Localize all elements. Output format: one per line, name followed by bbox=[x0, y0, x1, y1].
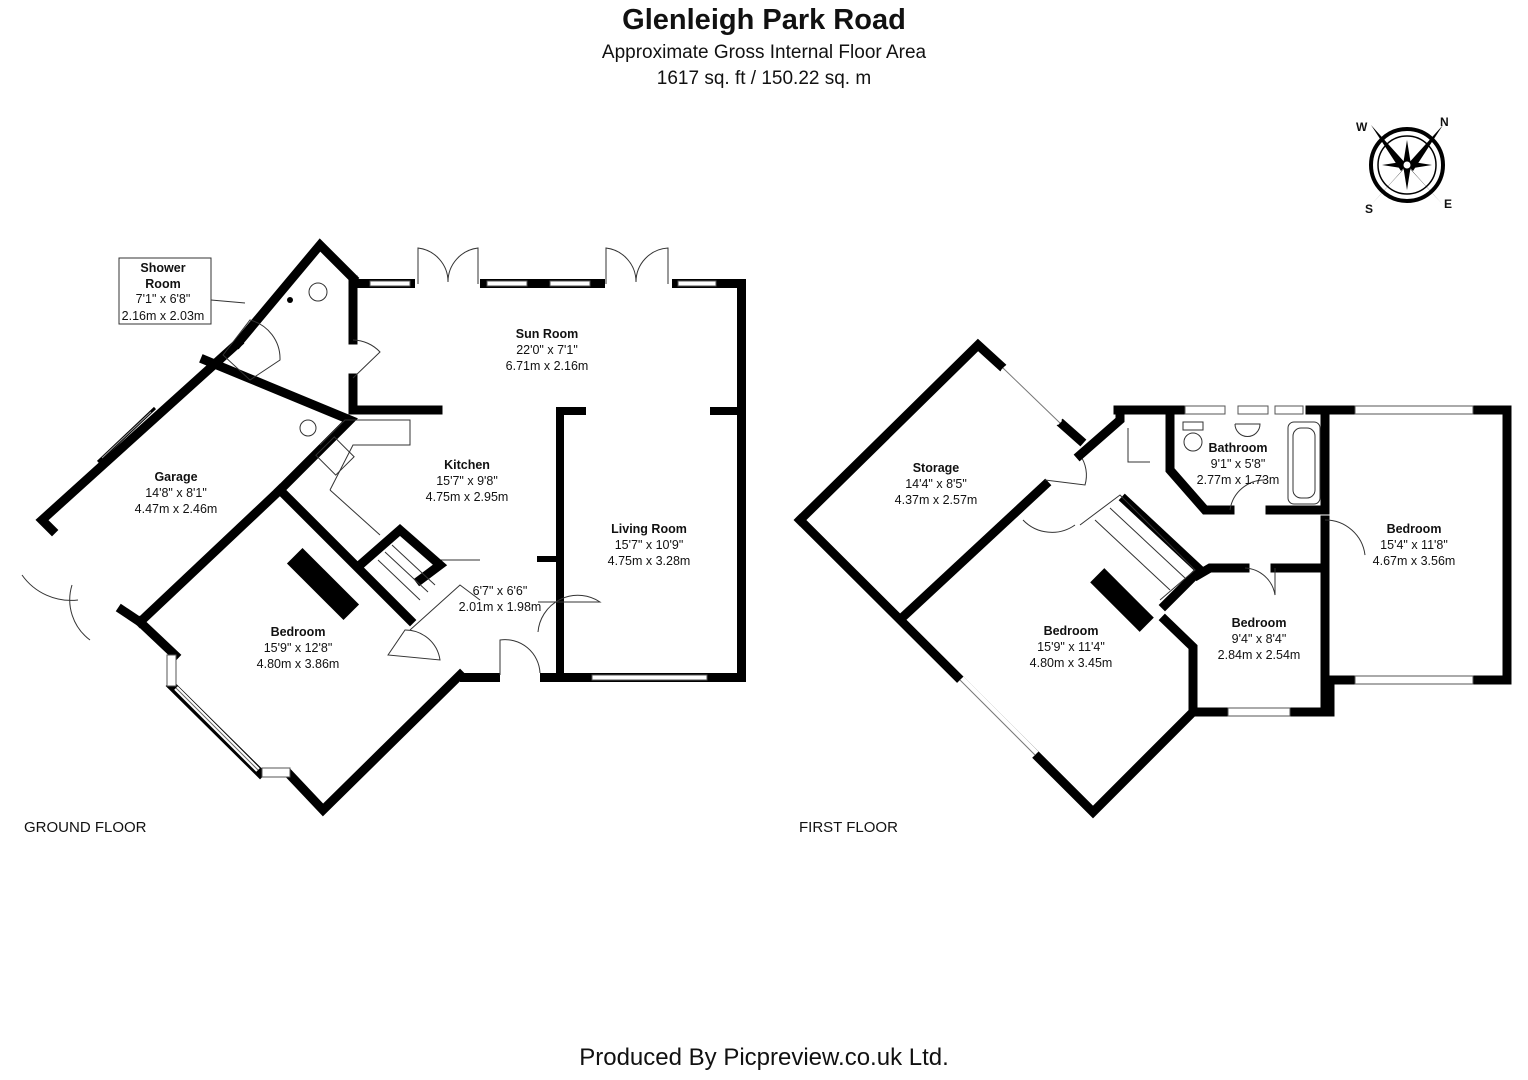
kitchen-metric: 4.75m x 2.95m bbox=[426, 490, 509, 504]
compass-e: E bbox=[1444, 197, 1452, 211]
compass-w: W bbox=[1356, 120, 1368, 134]
ground-bedroom-name: Bedroom bbox=[271, 625, 326, 639]
ground-floor-label: GROUND FLOOR bbox=[24, 819, 147, 836]
bedroom-small-metric: 2.84m x 2.54m bbox=[1218, 648, 1301, 662]
storage-metric: 4.37m x 2.57m bbox=[895, 493, 978, 507]
living-room-name: Living Room bbox=[611, 522, 687, 536]
bedroom-east-imperial: 15'4" x 11'8" bbox=[1380, 538, 1448, 552]
bedroom-small-name: Bedroom bbox=[1232, 616, 1287, 630]
bathroom-name: Bathroom bbox=[1208, 441, 1267, 455]
bedroom-main-metric: 4.80m x 3.45m bbox=[1030, 656, 1113, 670]
compass-n: N bbox=[1440, 115, 1449, 129]
living-room-imperial: 15'7" x 10'9" bbox=[615, 538, 684, 552]
bedroom-main-name: Bedroom bbox=[1044, 624, 1099, 638]
shower-room-imperial: 7'1" x 6'8" bbox=[136, 292, 191, 306]
garage-metric: 4.47m x 2.46m bbox=[135, 502, 218, 516]
bedroom-main-imperial: 15'9" x 11'4" bbox=[1037, 640, 1105, 654]
kitchen-name: Kitchen bbox=[444, 458, 490, 472]
bedroom-small-imperial: 9'4" x 8'4" bbox=[1232, 632, 1287, 646]
garage-name: Garage bbox=[154, 470, 197, 484]
kitchen-imperial: 15'7" x 9'8" bbox=[436, 474, 498, 488]
storage-name: Storage bbox=[913, 461, 960, 475]
first-floor-plan bbox=[793, 338, 1512, 819]
first-floor-label: FIRST FLOOR bbox=[799, 819, 898, 836]
bathroom-metric: 2.77m x 1.73m bbox=[1197, 473, 1280, 487]
compass-s: S bbox=[1365, 202, 1373, 216]
plan-title: Glenleigh Park Road bbox=[622, 4, 906, 36]
ground-bedroom-imperial: 15'9" x 12'8" bbox=[264, 641, 333, 655]
ground-floor-plan bbox=[21, 238, 746, 817]
living-room-metric: 4.75m x 3.28m bbox=[608, 554, 691, 568]
shower-room-name-2: Room bbox=[145, 277, 180, 291]
floor-area: 1617 sq. ft / 150.22 sq. m bbox=[656, 68, 872, 89]
bathroom-imperial: 9'1" x 5'8" bbox=[1211, 457, 1266, 471]
shower-room-name-1: Shower bbox=[140, 261, 185, 275]
plan-subtitle: Approximate Gross Internal Floor Area bbox=[601, 42, 927, 63]
hall-metric: 2.01m x 1.98m bbox=[459, 600, 542, 614]
bedroom-east-metric: 4.67m x 3.56m bbox=[1373, 554, 1456, 568]
garage-imperial: 14'8" x 8'1" bbox=[145, 486, 207, 500]
sun-room-name: Sun Room bbox=[516, 327, 579, 341]
storage-imperial: 14'4" x 8'5" bbox=[905, 477, 967, 491]
sun-room-imperial: 22'0" x 7'1" bbox=[516, 343, 578, 357]
sun-room-metric: 6.71m x 2.16m bbox=[506, 359, 589, 373]
ground-bedroom-metric: 4.80m x 3.86m bbox=[257, 657, 340, 671]
hall-imperial: 6'7" x 6'6" bbox=[473, 584, 528, 598]
footer-credit: Produced By Picpreview.co.uk Ltd. bbox=[579, 1044, 949, 1071]
bedroom-east-name: Bedroom bbox=[1387, 522, 1442, 536]
shower-room-metric: 2.16m x 2.03m bbox=[122, 309, 205, 323]
compass-rose-icon: W N S E bbox=[1356, 115, 1452, 216]
